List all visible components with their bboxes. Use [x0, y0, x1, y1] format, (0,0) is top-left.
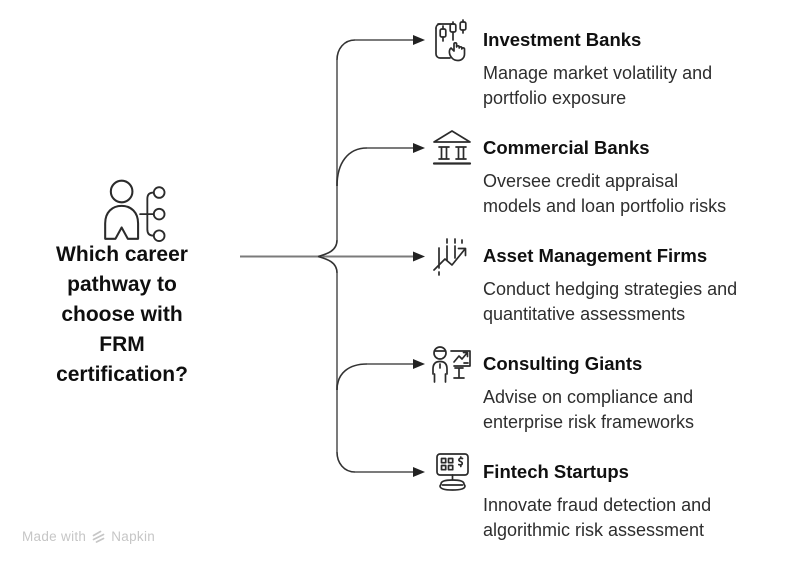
- branch-title: Asset Management Firms: [483, 245, 708, 266]
- branch-title: Consulting Giants: [483, 353, 643, 374]
- bank-building-icon: [432, 130, 472, 165]
- branch-description: Innovate fraud detection and algorithmic…: [483, 495, 712, 540]
- branch-fintech-startups: Fintech Startups Innovate fraud detectio…: [430, 450, 775, 554]
- branch-description: Manage market volatility and portfolio e…: [483, 63, 713, 108]
- branch-description: Advise on compliance and enterprise risk…: [483, 387, 695, 432]
- branch-commercial-banks: Commercial Banks Oversee credit appraisa…: [430, 126, 775, 230]
- branch-investment-banks: Investment Banks Manage market volatilit…: [430, 18, 775, 122]
- made-with-napkin-watermark: Made with Napkin: [22, 529, 155, 544]
- branch-consulting-giants: Consulting Giants Advise on compliance a…: [430, 342, 775, 446]
- chart-trend-arrow-icon: [433, 238, 467, 276]
- branch-title: Investment Banks: [483, 29, 642, 50]
- watermark-prefix: Made with: [22, 529, 87, 544]
- branch-title: Fintech Startups: [483, 461, 629, 482]
- candlestick-hand-icon: [435, 19, 467, 62]
- central-question-line: FRM: [99, 333, 145, 356]
- central-question-line: pathway to: [67, 273, 177, 296]
- central-question: Which career pathway to choose with FRM …: [12, 240, 232, 390]
- branch-description: Conduct hedging strategies and quantitat…: [483, 279, 738, 324]
- central-question-line: Which career: [56, 243, 188, 266]
- central-question-line: choose with: [61, 303, 183, 326]
- central-question-line: certification?: [56, 363, 188, 386]
- watermark-brand: Napkin: [111, 529, 156, 544]
- person-orgchart-icon: [104, 179, 166, 242]
- pos-terminal-icon: [436, 453, 469, 491]
- branch-asset-management-firms: Asset Management Firms Conduct hedging s…: [430, 234, 775, 338]
- napkin-logo-icon: [92, 530, 105, 543]
- branch-title: Commercial Banks: [483, 137, 650, 158]
- presenter-board-icon: [432, 346, 471, 383]
- branch-description: Oversee credit appraisal models and loan…: [483, 171, 727, 216]
